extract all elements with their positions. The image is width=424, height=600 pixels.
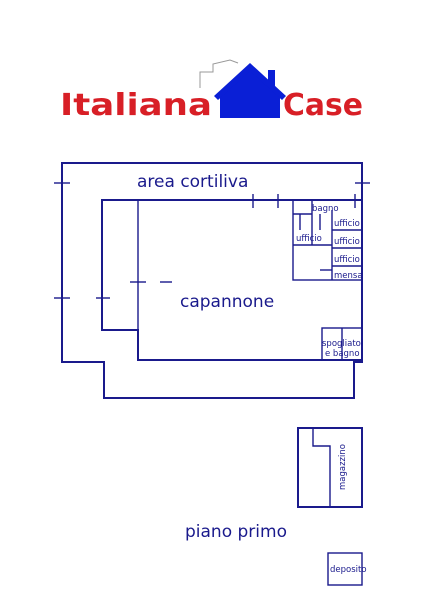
- house-outline-icon: [199, 59, 239, 88]
- changing-rooms: [321, 327, 363, 361]
- label-office-a: ufficio: [334, 219, 360, 229]
- label-bathroom: bagno: [312, 204, 339, 214]
- brand-logo: Italiana Case: [60, 59, 363, 123]
- office-block: [292, 199, 363, 281]
- label-office-c: ufficio: [334, 237, 360, 247]
- label-storage: magazzino: [338, 444, 348, 490]
- label-office-b: ufficio: [296, 234, 322, 244]
- label-changing-2: e bagno: [325, 349, 360, 359]
- label-office-d: ufficio: [334, 255, 360, 265]
- label-canteen: mensa: [334, 271, 363, 281]
- boundary-ticks: [54, 182, 370, 299]
- label-first-floor: piano primo: [185, 522, 287, 542]
- logo-text-right: Case: [283, 88, 363, 123]
- logo-text-left: Italiana: [60, 88, 212, 123]
- house-icon: [214, 63, 286, 118]
- label-deposit: deposito: [330, 565, 367, 575]
- label-warehouse: capannone: [180, 292, 274, 312]
- storage-room: [297, 427, 363, 508]
- deposit-room: [327, 552, 363, 586]
- label-changing-1: spogliatoi: [322, 339, 363, 349]
- label-courtyard: area cortiliva: [137, 172, 248, 192]
